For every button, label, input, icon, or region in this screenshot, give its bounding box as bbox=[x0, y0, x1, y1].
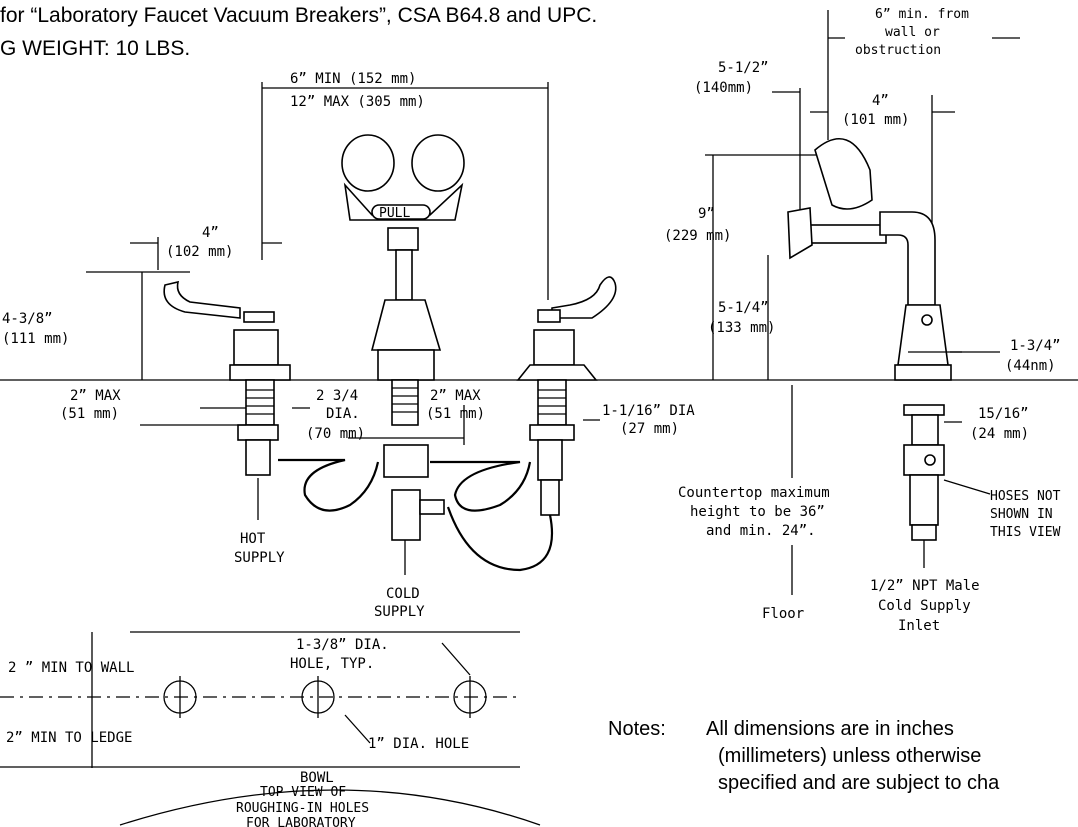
countertop-note-3: and min. 24”. bbox=[706, 523, 816, 539]
clearance-label-2: wall or bbox=[885, 25, 940, 40]
shank-left-label: 2” MAX bbox=[70, 388, 121, 404]
inlet-note-3: Inlet bbox=[898, 618, 940, 634]
inlet-note-2: Cold Supply bbox=[878, 598, 971, 614]
head-width-mm: (101 mm) bbox=[842, 112, 909, 128]
countertop-note-1: Countertop maximum bbox=[678, 485, 830, 501]
top-view-caption-2: ROUGHING-IN HOLES bbox=[236, 801, 369, 816]
spacing-max-label: 12” MAX (305 mm) bbox=[290, 94, 425, 110]
base-dia-mm: (44nm) bbox=[1005, 358, 1056, 374]
hot-label: HOT bbox=[240, 531, 266, 547]
center-dia-mm: (70 mm) bbox=[306, 426, 365, 442]
hole-typ-label: HOLE, TYP. bbox=[290, 656, 374, 672]
left-valve-body bbox=[233, 329, 279, 366]
side-view: 6” min. from wall or obstruction 5-1/2” … bbox=[664, 7, 1061, 634]
inlet-note-1: 1/2” NPT Male bbox=[870, 578, 980, 594]
bowl-label: BOWL bbox=[300, 770, 334, 786]
notes-label: Notes: bbox=[608, 718, 666, 740]
hoses-note-3: THIS VIEW bbox=[990, 525, 1061, 540]
clearance-label: 6” min. from bbox=[875, 7, 969, 22]
pull-plate bbox=[371, 204, 431, 220]
countertop-note-2: height to be 36” bbox=[690, 504, 825, 520]
handle-height-label: 4-3/8” bbox=[2, 311, 53, 327]
center-hole-label: 1” DIA. HOLE bbox=[368, 736, 469, 752]
shank-dia-label: 1-1/16” DIA bbox=[602, 403, 695, 419]
shank-mid-mm: (51 mm) bbox=[426, 406, 485, 422]
hot-hose bbox=[278, 458, 380, 512]
right-shank bbox=[537, 379, 567, 426]
left-shank bbox=[245, 379, 275, 426]
left-eyewash-head bbox=[341, 134, 395, 192]
cold-hose bbox=[446, 506, 554, 572]
hole-dia-label: 1-3/8” DIA. bbox=[296, 637, 389, 653]
nut-mm: (24 mm) bbox=[970, 426, 1029, 442]
center-base bbox=[377, 349, 435, 381]
cold-label: COLD bbox=[386, 586, 420, 602]
shank-left-mm: (51 mm) bbox=[60, 406, 119, 422]
side-riser bbox=[879, 211, 936, 306]
side-spout bbox=[805, 224, 887, 244]
height-label: 9” bbox=[698, 206, 715, 222]
left-wrist-handle bbox=[163, 280, 241, 319]
min-wall-label: 2 ” MIN TO WALL bbox=[8, 660, 134, 676]
right-eyewash-head bbox=[411, 134, 465, 192]
handle-width-label: 4” bbox=[202, 225, 219, 241]
right-wrist-handle bbox=[551, 276, 617, 319]
shank-dia-mm: (27 mm) bbox=[620, 421, 679, 437]
shank-mid-label: 2” MAX bbox=[430, 388, 481, 404]
head-width-label: 4” bbox=[872, 93, 889, 109]
nut-label: 15/16” bbox=[978, 406, 1029, 422]
side-eyewash-head bbox=[814, 138, 873, 210]
spout-height-mm: (133 mm) bbox=[708, 320, 775, 336]
header-line-2: G WEIGHT: 10 LBS. bbox=[0, 37, 190, 60]
pull-label: PULL bbox=[379, 206, 410, 221]
offset-mm: (140mm) bbox=[694, 80, 753, 96]
offset-label: 5-1/2” bbox=[718, 60, 769, 76]
hot-inlet bbox=[245, 439, 271, 476]
cold-label-2: SUPPLY bbox=[374, 604, 425, 620]
hot-label-2: SUPPLY bbox=[234, 550, 285, 566]
handle-height-mm: (111 mm) bbox=[2, 331, 69, 347]
base-dia-label: 1-3/4” bbox=[1010, 338, 1061, 354]
floor-label: Floor bbox=[762, 606, 804, 622]
top-view-caption-1: TOP VIEW OF bbox=[260, 785, 346, 800]
height-mm: (229 mm) bbox=[664, 228, 731, 244]
mid-hose bbox=[430, 460, 532, 512]
side-valve bbox=[903, 444, 945, 476]
center-dia-label: 2 3/4 bbox=[316, 388, 358, 404]
min-ledge-label: 2” MIN TO LEDGE bbox=[6, 730, 132, 746]
hoses-note-1: HOSES NOT bbox=[990, 489, 1061, 504]
center-valve bbox=[383, 444, 429, 478]
top-view: 2 ” MIN TO WALL 2” MIN TO LEDGE 1-3/8” D… bbox=[0, 631, 541, 827]
right-valve-body bbox=[533, 329, 575, 366]
spacing-min-label: 6” MIN (152 mm) bbox=[290, 71, 416, 87]
front-view: 6” MIN (152 mm) 12” MAX (305 mm) 4” (102… bbox=[0, 71, 1078, 620]
handle-width-mm: (102 mm) bbox=[166, 244, 233, 260]
spout-height-label: 5-1/4” bbox=[718, 300, 769, 316]
top-view-caption-3: FOR LABORATORY bbox=[246, 816, 356, 827]
center-dia-word: DIA. bbox=[326, 406, 360, 422]
header-line-1: for “Laboratory Faucet Vacuum Breakers”,… bbox=[0, 4, 597, 27]
side-handle bbox=[787, 207, 813, 260]
hoses-note-2: SHOWN IN bbox=[990, 507, 1053, 522]
clearance-label-3: obstruction bbox=[855, 43, 941, 58]
bowl-curve bbox=[119, 789, 541, 826]
notes-line-2: (millimeters) unless otherwise bbox=[718, 745, 981, 767]
notes: Notes: All dimensions are in inches (mil… bbox=[608, 718, 1000, 794]
notes-line-3: specified and are subject to cha bbox=[718, 772, 1000, 794]
notes-line-1: All dimensions are in inches bbox=[706, 718, 954, 740]
center-riser bbox=[395, 249, 413, 301]
